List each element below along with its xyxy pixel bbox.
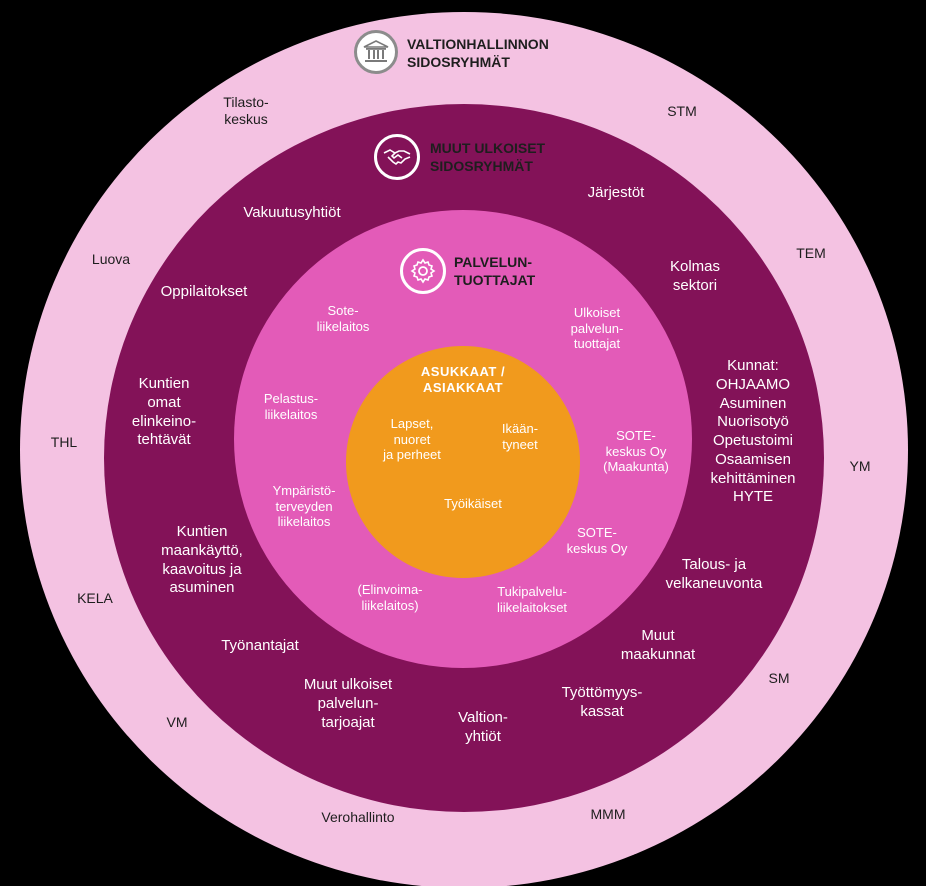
label-vakuutusyhtiot: Vakuutusyhtiöt xyxy=(243,204,341,221)
label-stm: STM xyxy=(667,103,697,119)
label-ulkoiset-palveluntuottajat: Ulkoiset palvelun- tuottajat xyxy=(570,305,624,352)
label-muut-maakunnat: Muut maakunnat xyxy=(620,627,696,663)
core-circle xyxy=(346,346,580,578)
label-kuntien-elinkeino: Kuntien omat elinkeino- tehtävät xyxy=(131,375,197,449)
handshake-icon xyxy=(374,134,420,180)
label-vm: VM xyxy=(166,714,188,730)
label-talous: Talous- ja velkaneuvonta xyxy=(665,556,763,592)
label-sote-keskus-oy: SOTE- keskus Oy xyxy=(566,525,628,556)
label-sote-keskus-maakunta: SOTE- keskus Oy (Maakunta) xyxy=(603,428,669,475)
second-ring-heading: MUUT ULKOISET SIDOSRYHMÄT xyxy=(430,140,546,174)
label-thl: THL xyxy=(50,434,78,450)
label-kuntien-maankaytto: Kuntien maankäyttö, kaavoitus ja asumine… xyxy=(161,523,243,597)
label-sm: SM xyxy=(768,670,790,686)
label-sote-liikelaitos: Sote- liikelaitos xyxy=(316,303,370,334)
label-oppilaitokset: Oppilaitokset xyxy=(160,283,248,300)
label-valtionyhtiot: Valtion- yhtiöt xyxy=(458,709,508,745)
label-jarjestot: Järjestöt xyxy=(587,184,645,201)
label-muut-ulkoiset: Muut ulkoiset palvelun- tarjoajat xyxy=(303,676,393,731)
government-building-icon xyxy=(354,30,398,74)
outer-ring-heading: VALTIONHALLINNON SIDOSRYHMÄT xyxy=(407,36,549,70)
label-tyottomyyskassat: Työttömyys- kassat xyxy=(561,684,643,720)
label-tem: TEM xyxy=(796,245,826,261)
label-kolmas-sektori: Kolmas sektori xyxy=(669,258,721,294)
label-ymparistoterveyden: Ympäristö- terveyden liikelaitos xyxy=(272,483,336,530)
label-tyoikaiset: Työikäiset xyxy=(444,496,502,511)
label-elinvoima: (Elinvoima- liikelaitos) xyxy=(357,582,423,613)
label-lapset: Lapset, nuoret ja perheet xyxy=(383,416,441,463)
label-ym: YM xyxy=(849,458,871,474)
label-tilastokeskus: Tilasto- keskus xyxy=(223,94,269,127)
label-kela: KELA xyxy=(77,590,113,606)
core-heading: ASUKKAAT / ASIAKKAAT xyxy=(420,364,506,395)
third-ring-heading: PALVELUN- TUOTTAJAT xyxy=(454,254,536,288)
label-tyonantajat: Työnantajat xyxy=(221,637,299,654)
label-pelastusliikelaitos: Pelastus- liikelaitos xyxy=(263,391,319,422)
label-verohallinto: Verohallinto xyxy=(321,809,395,825)
label-luova: Luova xyxy=(91,251,131,267)
label-ikaantyneet: Ikään- tyneet xyxy=(501,421,539,452)
label-tukipalvelu: Tukipalvelu- liikelaitokset xyxy=(496,584,568,615)
label-kunnat: Kunnat: OHJAAMO Asuminen Nuorisotyö Opet… xyxy=(710,357,796,506)
gear-icon xyxy=(400,248,446,294)
label-mmm: MMM xyxy=(590,806,626,822)
